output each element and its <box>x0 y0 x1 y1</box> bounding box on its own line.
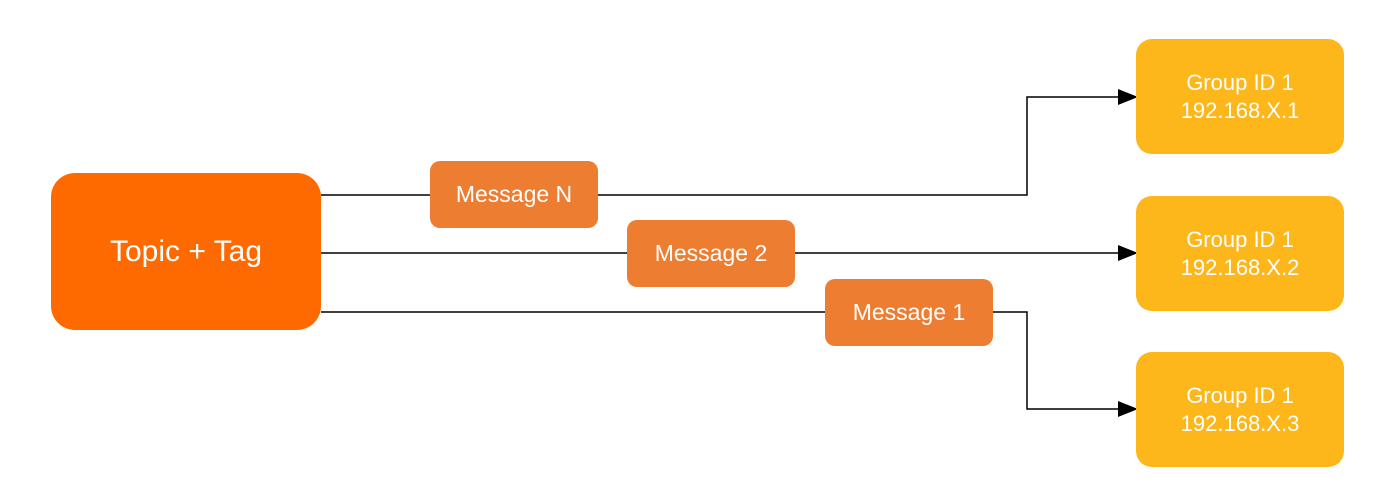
group-1-address: 192.168.X.1 <box>1180 97 1300 123</box>
connector-to-group-3 <box>321 311 1138 417</box>
message-2-label: Message 2 <box>654 240 768 267</box>
connector-to-group-1 <box>321 89 1138 196</box>
message-1-label: Message 1 <box>852 299 966 326</box>
message-1-box: Message 1 <box>825 279 993 346</box>
message-n-label: Message N <box>455 181 573 208</box>
group-2-address: 192.168.X.2 <box>1180 254 1300 280</box>
source-label: Topic + Tag <box>109 234 263 268</box>
group-3-name: Group ID 1 <box>1186 383 1294 408</box>
group-3-address: 192.168.X.3 <box>1180 410 1300 436</box>
group-box-3: Group ID 1 192.168.X.3 <box>1136 352 1344 467</box>
group-box-2: Group ID 1 192.168.X.2 <box>1136 196 1344 311</box>
source-topic-tag-box: Topic + Tag <box>51 173 321 330</box>
group-2-name: Group ID 1 <box>1186 227 1294 252</box>
message-n-box: Message N <box>430 161 598 228</box>
group-1-name: Group ID 1 <box>1186 70 1294 95</box>
message-2-box: Message 2 <box>627 220 795 287</box>
group-box-1: Group ID 1 192.168.X.1 <box>1136 39 1344 154</box>
